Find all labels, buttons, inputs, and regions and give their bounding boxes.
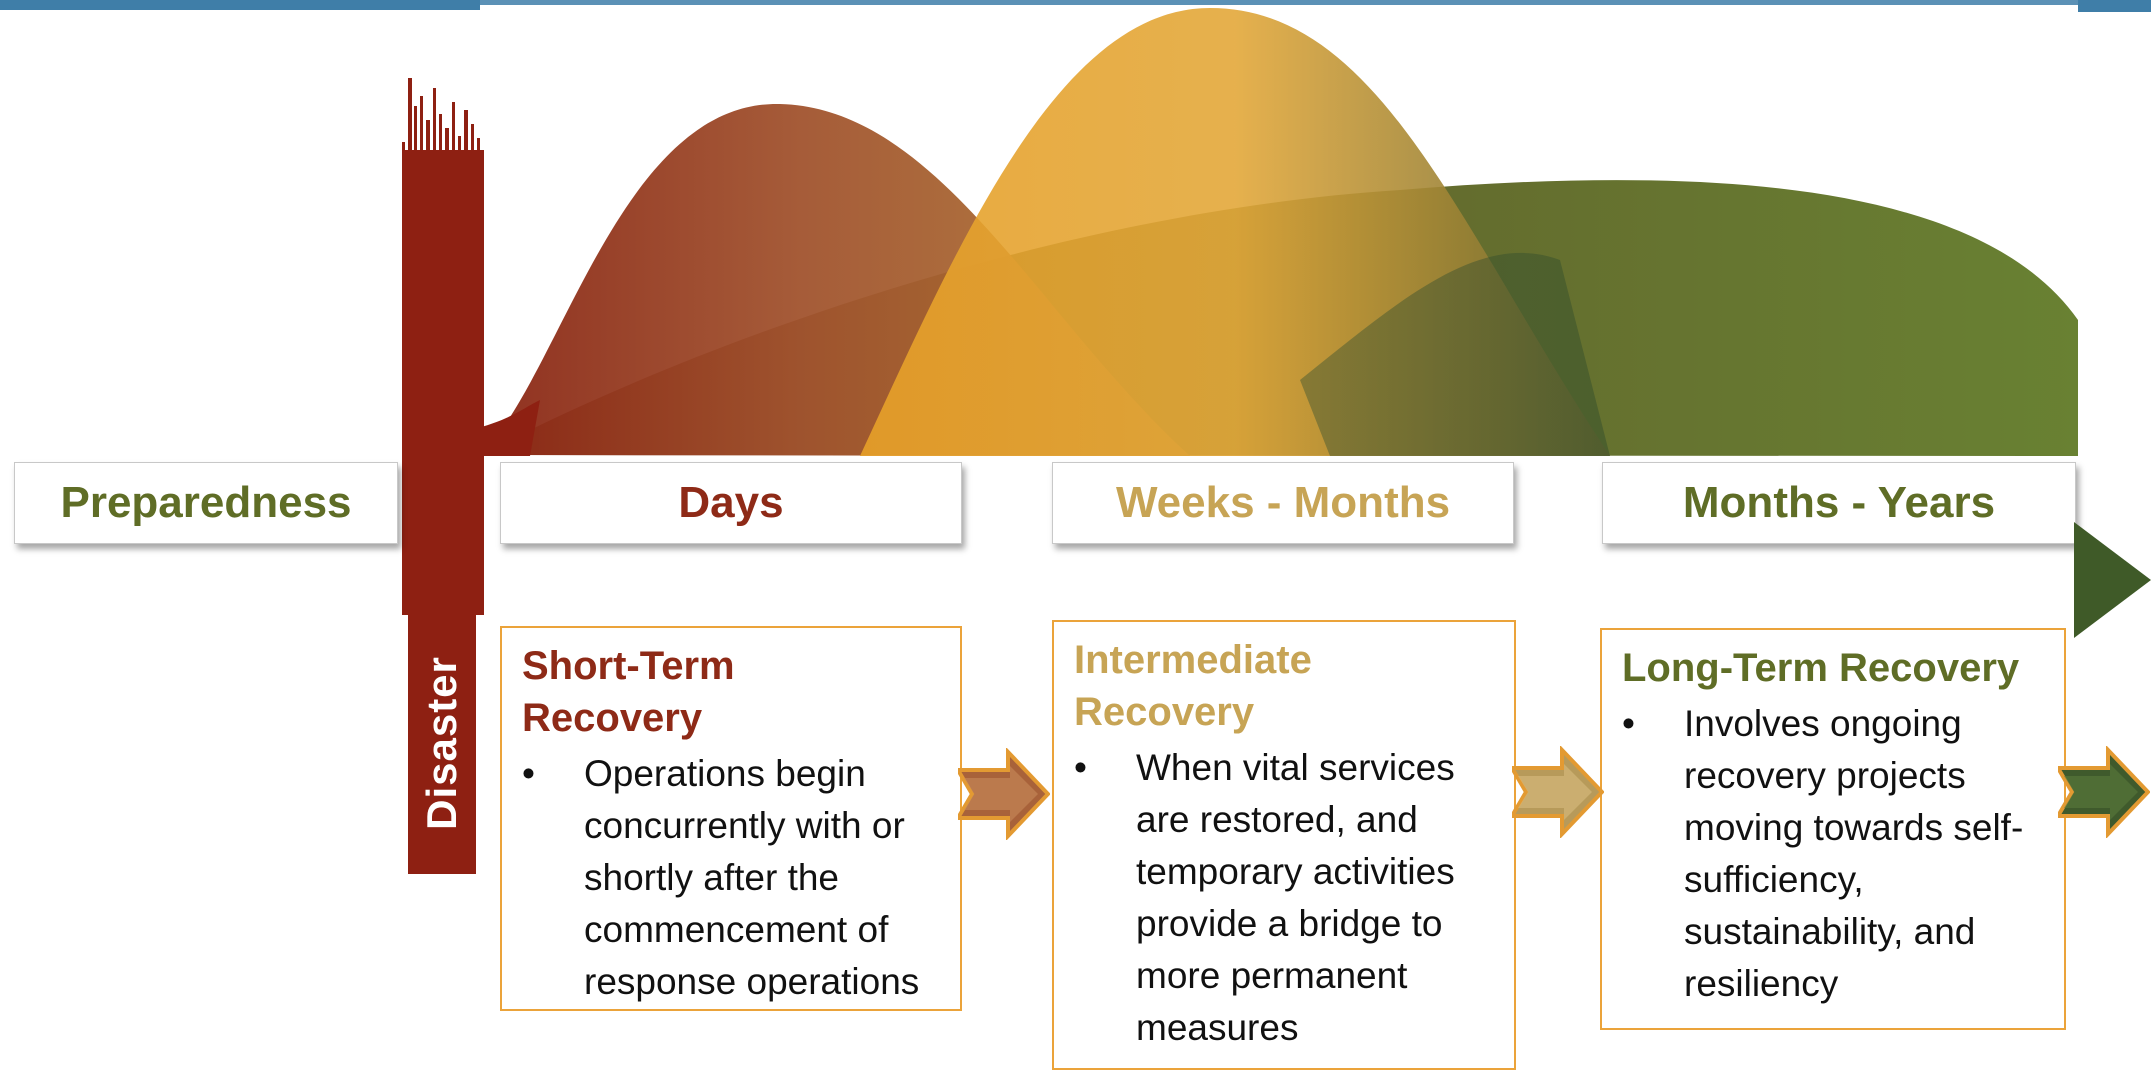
disaster-tab: Disaster (408, 612, 476, 874)
intermediate-line: measures (1136, 1007, 1299, 1048)
intermediate-bullet-item: • When vital services are restored, and … (1074, 742, 1498, 1054)
long-term-line: Involves ongoing (1684, 703, 1962, 744)
chevron-right-icon (2058, 746, 2150, 838)
intermediate-line: are restored, and (1136, 799, 1418, 840)
disaster-bar (402, 150, 484, 615)
long-term-line: moving towards self- (1684, 807, 2024, 848)
disaster-spikes-graphic (402, 78, 484, 176)
top-accent-bar (0, 0, 480, 10)
phase-days: Days (500, 462, 962, 544)
short-term-line: concurrently with or (584, 805, 905, 846)
short-term-line: Operations begin (584, 753, 866, 794)
intermediate-line: more permanent (1136, 955, 1408, 996)
disaster-base-flare (470, 400, 540, 456)
short-term-line: commencement of (584, 909, 889, 950)
long-term-line: sufficiency, (1684, 859, 1864, 900)
phase-weeks-months: Weeks - Months (1052, 462, 1514, 544)
long-term-title: Long-Term Recovery (1622, 646, 2020, 690)
intermediate-line: When vital services (1136, 747, 1455, 788)
chevron-right-icon (958, 748, 1050, 840)
short-term-title-line2: Recovery (522, 696, 703, 740)
intermediate-recovery-box: Intermediate Recovery • When vital servi… (1052, 620, 1516, 1070)
long-term-line: resiliency (1684, 963, 1839, 1004)
timeline-arrow-icon (2074, 522, 2151, 638)
phase-months-years: Months - Years (1602, 462, 2076, 544)
bullet-mark: • (1074, 747, 1087, 788)
intermediate-title-line1: Intermediate (1074, 638, 1312, 682)
bullet-mark: • (1622, 703, 1635, 744)
top-accent-bar-right (2078, 0, 2151, 12)
intermediate-line: temporary activities (1136, 851, 1455, 892)
recovery-waves-graphic (470, 8, 2078, 456)
short-term-line: response operations (584, 961, 920, 1002)
disaster-label: Disaster (418, 656, 466, 830)
long-term-line: recovery projects (1684, 755, 1966, 796)
intermediate-title-line2: Recovery (1074, 690, 1255, 734)
top-accent-strip (480, 0, 2078, 5)
long-term-bullet-list: • Involves ongoing recovery projects mov… (1622, 698, 2048, 1010)
long-term-bullet-item: • Involves ongoing recovery projects mov… (1622, 698, 2048, 1010)
intermediate-bullet-list: • When vital services are restored, and … (1074, 742, 1498, 1054)
short-term-bullet-item: • Operations begin concurrently with or … (522, 748, 944, 1008)
bullet-mark: • (522, 753, 535, 794)
short-term-bullet-list: • Operations begin concurrently with or … (522, 748, 944, 1008)
overlap-shade (1300, 252, 1610, 456)
phase-preparedness: Preparedness (14, 462, 398, 544)
long-term-recovery-box: Long-Term Recovery • Involves ongoing re… (1600, 628, 2066, 1030)
intermediate-line: provide a bridge to (1136, 903, 1443, 944)
chevron-right-icon (1512, 746, 1604, 838)
short-term-recovery-box: Short-Term Recovery • Operations begin c… (500, 626, 962, 1011)
long-term-line: sustainability, and (1684, 911, 1976, 952)
short-term-title-line1: Short-Term (522, 644, 735, 688)
short-term-line: shortly after the (584, 857, 840, 898)
